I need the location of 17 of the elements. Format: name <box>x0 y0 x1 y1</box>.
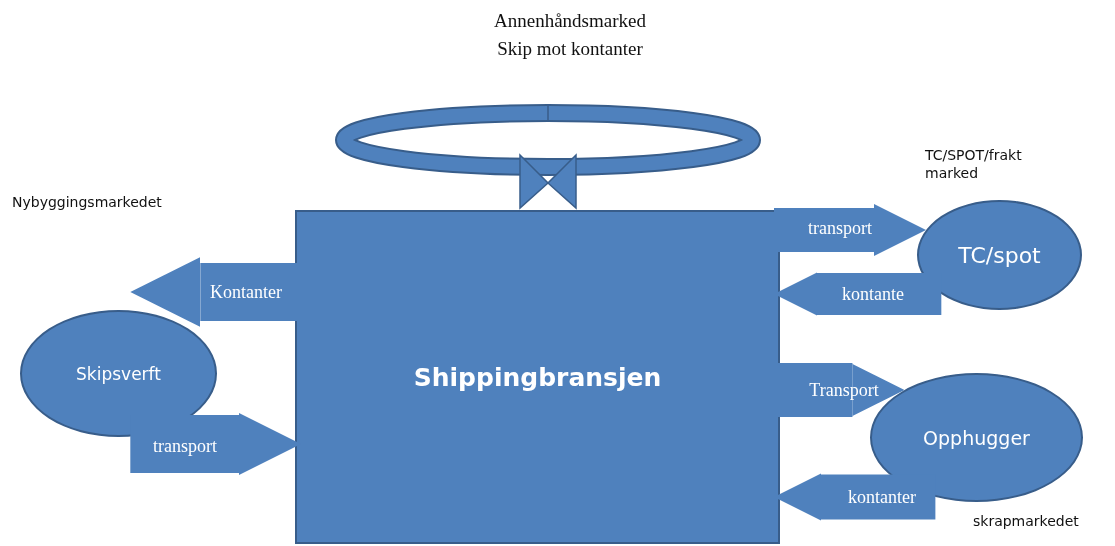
industry-box <box>295 210 780 544</box>
node-label: Opphugger <box>923 426 1030 449</box>
market-title: Annenhåndsmarked <box>494 10 646 32</box>
node-label: TC/spot <box>958 242 1041 268</box>
market-caption: TC/SPOT/frakt marked <box>925 146 1023 183</box>
market-title: Skip mot kontanter <box>497 38 643 60</box>
node-label: Skipsverft <box>76 363 161 384</box>
edge-label: transport <box>153 435 217 457</box>
node-label: Shippingbransjen <box>413 362 662 392</box>
edge-label: Transport <box>809 379 879 401</box>
edge-label: kontante <box>842 283 904 305</box>
market-caption: Nybyggingsmarkedet <box>12 193 162 212</box>
market-caption: skrapmarkedet <box>973 512 1080 531</box>
edge-label: kontanter <box>848 486 916 508</box>
edge-label: transport <box>808 217 872 239</box>
edge-label: Kontanter <box>210 281 282 303</box>
block-arrow <box>774 204 926 256</box>
